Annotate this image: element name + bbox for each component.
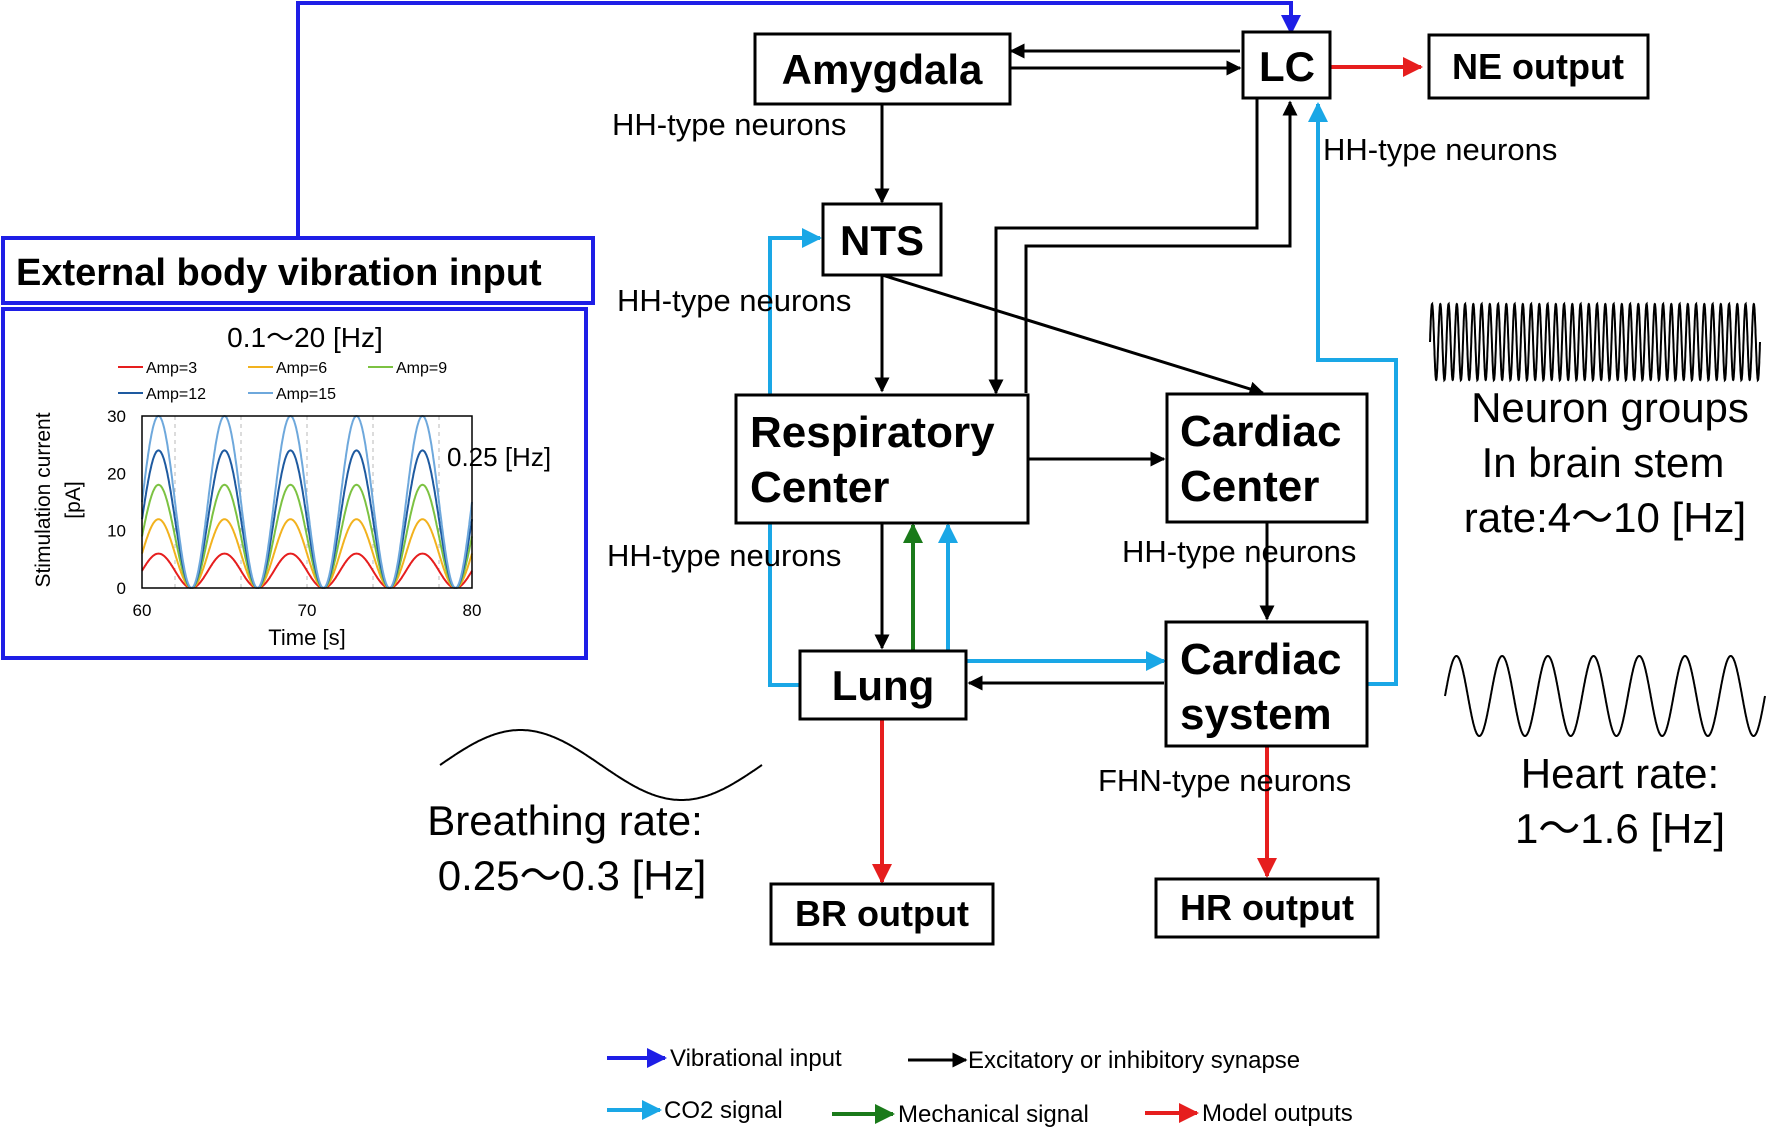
chart-legend-label: Amp=6: [276, 360, 327, 377]
chart-plot-frame: [141, 415, 473, 589]
chart-ylabel-line-2: [pA]: [62, 481, 85, 518]
node-respiratory-center: Respiratory Center: [734, 393, 1030, 525]
node-lung-label: Lung: [832, 662, 935, 709]
node-ne-output: NE output: [1427, 33, 1650, 100]
arrow-cardiac-system-co2-to-lc: [1308, 102, 1398, 686]
arrow-vibration-to-lc: [296, 1, 1301, 238]
node-ne-output-label: NE output: [1452, 46, 1624, 87]
chart-annotation: 0.25 [Hz]: [447, 442, 551, 472]
neuron-burst-waveform: [1429, 301, 1761, 383]
chart-ytick-label: 0: [117, 579, 126, 598]
chart-ytick-label: 20: [107, 464, 126, 483]
node-cardiac-system-label-1: Cardiac: [1180, 635, 1341, 684]
label-lc-hh: HH-type neurons: [1323, 132, 1557, 167]
arrow-nts-to-cardiac-center: [881, 273, 1265, 397]
node-external-input-label: External body vibration input: [16, 252, 542, 294]
node-external-input: External body vibration input: [1, 236, 595, 305]
node-nts: NTS: [821, 202, 943, 277]
chart-series-line: [141, 414, 473, 590]
chart-ytick-label: 10: [107, 522, 126, 541]
node-cardiac-center: Cardiac Center: [1165, 392, 1369, 524]
node-br-output: BR output: [769, 882, 995, 946]
chart-legend-label: Amp=12: [146, 386, 206, 403]
node-respiratory-label-2: Center: [750, 463, 889, 512]
breathing-rate-waveform: [439, 729, 763, 801]
neuron-groups-line-2: In brain stem: [1482, 439, 1725, 486]
heart-rate-line-2: 1～1.6 [Hz]: [1515, 805, 1725, 852]
node-lc: LC: [1241, 30, 1332, 100]
node-amygdala: Amygdala: [753, 32, 1012, 106]
chart-legend-label: Amp=15: [276, 386, 336, 403]
chart-ytick-label: 30: [107, 407, 126, 426]
node-hr-output: HR output: [1154, 877, 1380, 939]
legend: Vibrational input Excitatory or inhibito…: [607, 1045, 1353, 1128]
node-cardiac-center-label-2: Center: [1180, 462, 1319, 511]
chart-xtick-label: 80: [463, 601, 482, 620]
neuron-groups-line-1: Neuron groups: [1471, 384, 1749, 431]
breathing-rate-line-2: 0.25～0.3 [Hz]: [438, 852, 706, 899]
chart-series-line: [141, 552, 473, 589]
heart-rate-line-1: Heart rate:: [1521, 750, 1719, 797]
legend-vibrational-label: Vibrational input: [670, 1045, 842, 1072]
chart-title: 0.1～20 [Hz]: [227, 322, 383, 353]
node-cardiac-system-label-2: system: [1180, 690, 1332, 739]
legend-synapse-label: Excitatory or inhibitory synapse: [968, 1047, 1300, 1074]
label-amygdala-hh: HH-type neurons: [612, 107, 846, 142]
label-fhn: FHN-type neurons: [1098, 763, 1351, 798]
label-respiratory-hh: HH-type neurons: [607, 538, 841, 573]
node-nts-label: NTS: [840, 217, 924, 264]
label-cardiac-center-hh: HH-type neurons: [1122, 534, 1356, 569]
chart-series: [141, 414, 473, 590]
chart-legend-label: Amp=3: [146, 360, 197, 377]
node-hr-output-label: HR output: [1180, 887, 1354, 928]
arrow-respiratory-to-lc: [1024, 100, 1298, 393]
chart-xtick-label: 70: [298, 601, 317, 620]
legend-co2-label: CO2 signal: [664, 1097, 783, 1124]
chart-legend-label: Amp=9: [396, 360, 447, 377]
node-amygdala-label: Amygdala: [782, 46, 983, 93]
node-br-output-label: BR output: [795, 893, 969, 934]
chart-ticks: 60 70 80 0 10 20 30: [107, 407, 481, 620]
node-lc-label: LC: [1259, 43, 1315, 90]
label-nts-hh: HH-type neurons: [617, 283, 851, 318]
node-lung: Lung: [798, 649, 968, 721]
chart-ylabel-line-1: Stimulation current: [32, 412, 55, 587]
neuron-groups-line-3: rate:4～10 [Hz]: [1464, 494, 1746, 541]
node-respiratory-label-1: Respiratory: [750, 408, 995, 457]
heart-rate-waveform: [1444, 655, 1766, 737]
chart-xlabel: Time [s]: [268, 625, 345, 650]
node-cardiac-system: Cardiac system: [1164, 620, 1369, 748]
chart-xtick-label: 60: [133, 601, 152, 620]
legend-mechanical-label: Mechanical signal: [898, 1101, 1089, 1128]
legend-outputs-label: Model outputs: [1202, 1100, 1353, 1127]
breathing-rate-line-1: Breathing rate:: [427, 797, 703, 844]
node-cardiac-center-label-1: Cardiac: [1180, 407, 1341, 456]
